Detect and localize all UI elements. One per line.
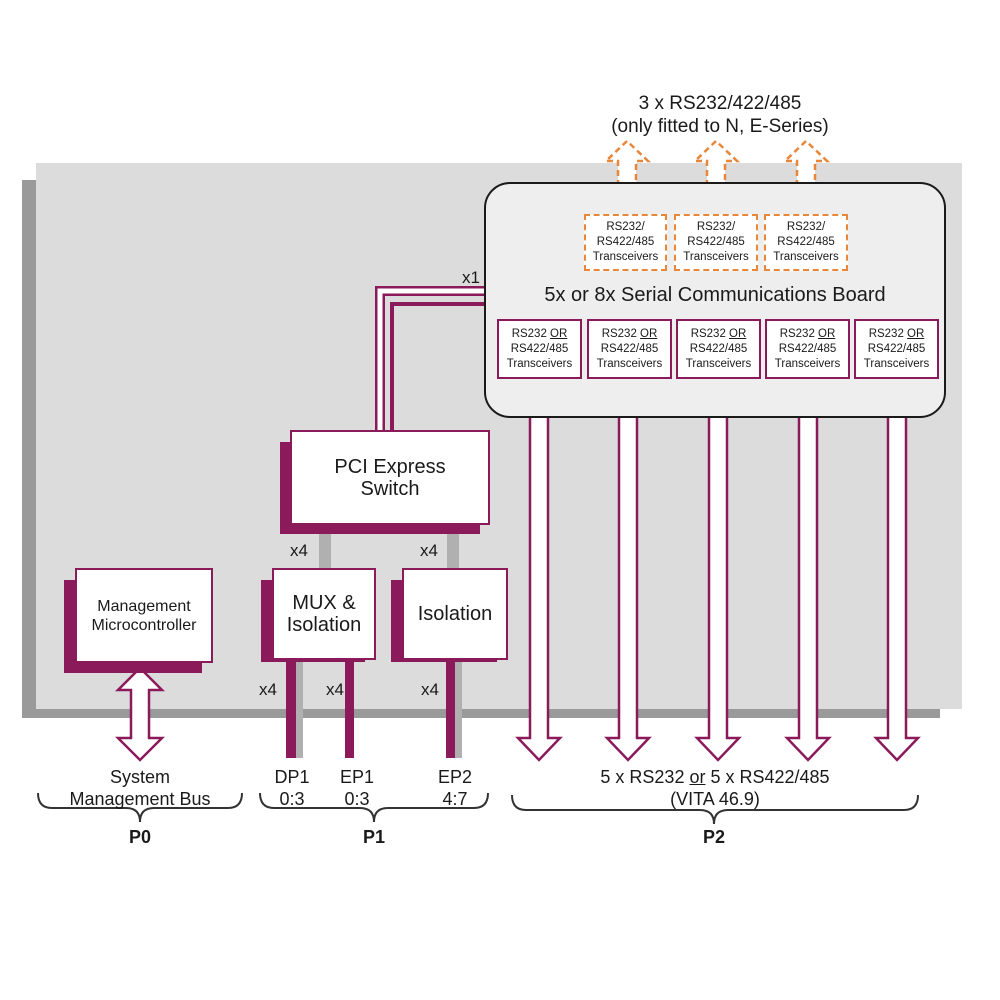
dp1-label-2: 0:3 xyxy=(279,789,305,809)
connector-p0: P0 xyxy=(128,827,152,847)
mux-isolation: MUX &Isolation xyxy=(272,568,376,660)
serial-arrow-1 xyxy=(515,379,563,762)
lane-label-x4-ep2: x4 xyxy=(421,680,439,699)
x1-link xyxy=(375,286,488,432)
isolation: Isolation xyxy=(402,568,508,660)
p2-label-line2: (VITA 46.9) xyxy=(670,789,760,809)
connector-p2: P2 xyxy=(702,827,726,847)
p2-label-line1: 5 x RS232 or 5 x RS422/485 xyxy=(600,767,830,787)
ep1-label-1: EP1 xyxy=(339,767,375,787)
brace-p2 xyxy=(511,794,919,825)
lane-label-x1: x1 xyxy=(462,268,480,287)
brace-p1 xyxy=(259,792,489,823)
p0-label-line1: System xyxy=(109,767,170,787)
mgmt-bus-arrow xyxy=(114,666,166,762)
serial-board-title: 5x or 8x Serial Communications Board xyxy=(544,284,886,306)
optional-ports-caption-2: (only fitted to N, E-Series) xyxy=(611,116,829,137)
serial-arrow-2 xyxy=(604,379,652,762)
lane-label-x4-ep1: x4 xyxy=(326,680,344,699)
lane-switch-iso xyxy=(447,525,459,570)
serial-arrow-4 xyxy=(784,379,832,762)
serial-arrow-3 xyxy=(694,379,742,762)
lane-label-x4-mux: x4 xyxy=(290,541,308,560)
dp1-label-1: DP1 xyxy=(274,767,310,787)
serial-arrow-5 xyxy=(873,379,921,762)
p0-label-line2: Management Bus xyxy=(69,789,211,809)
ep1-label-2: 0:3 xyxy=(344,789,370,809)
serial-arrows xyxy=(515,379,921,762)
lane-ep1 xyxy=(345,660,354,758)
lane-dp1 xyxy=(286,660,303,758)
lane-label-x4-iso: x4 xyxy=(420,541,438,560)
optional-ports-caption-1: 3 x RS232/422/485 xyxy=(638,93,802,114)
connector-p1: P1 xyxy=(362,827,386,847)
lane-ep2 xyxy=(446,660,462,758)
brace-p0 xyxy=(37,792,243,823)
lane-label-x4-dp1: x4 xyxy=(259,680,277,699)
lane-switch-mux xyxy=(319,525,331,570)
ep2-label-2: 4:7 xyxy=(442,789,468,809)
ep2-label-1: EP2 xyxy=(437,767,473,787)
